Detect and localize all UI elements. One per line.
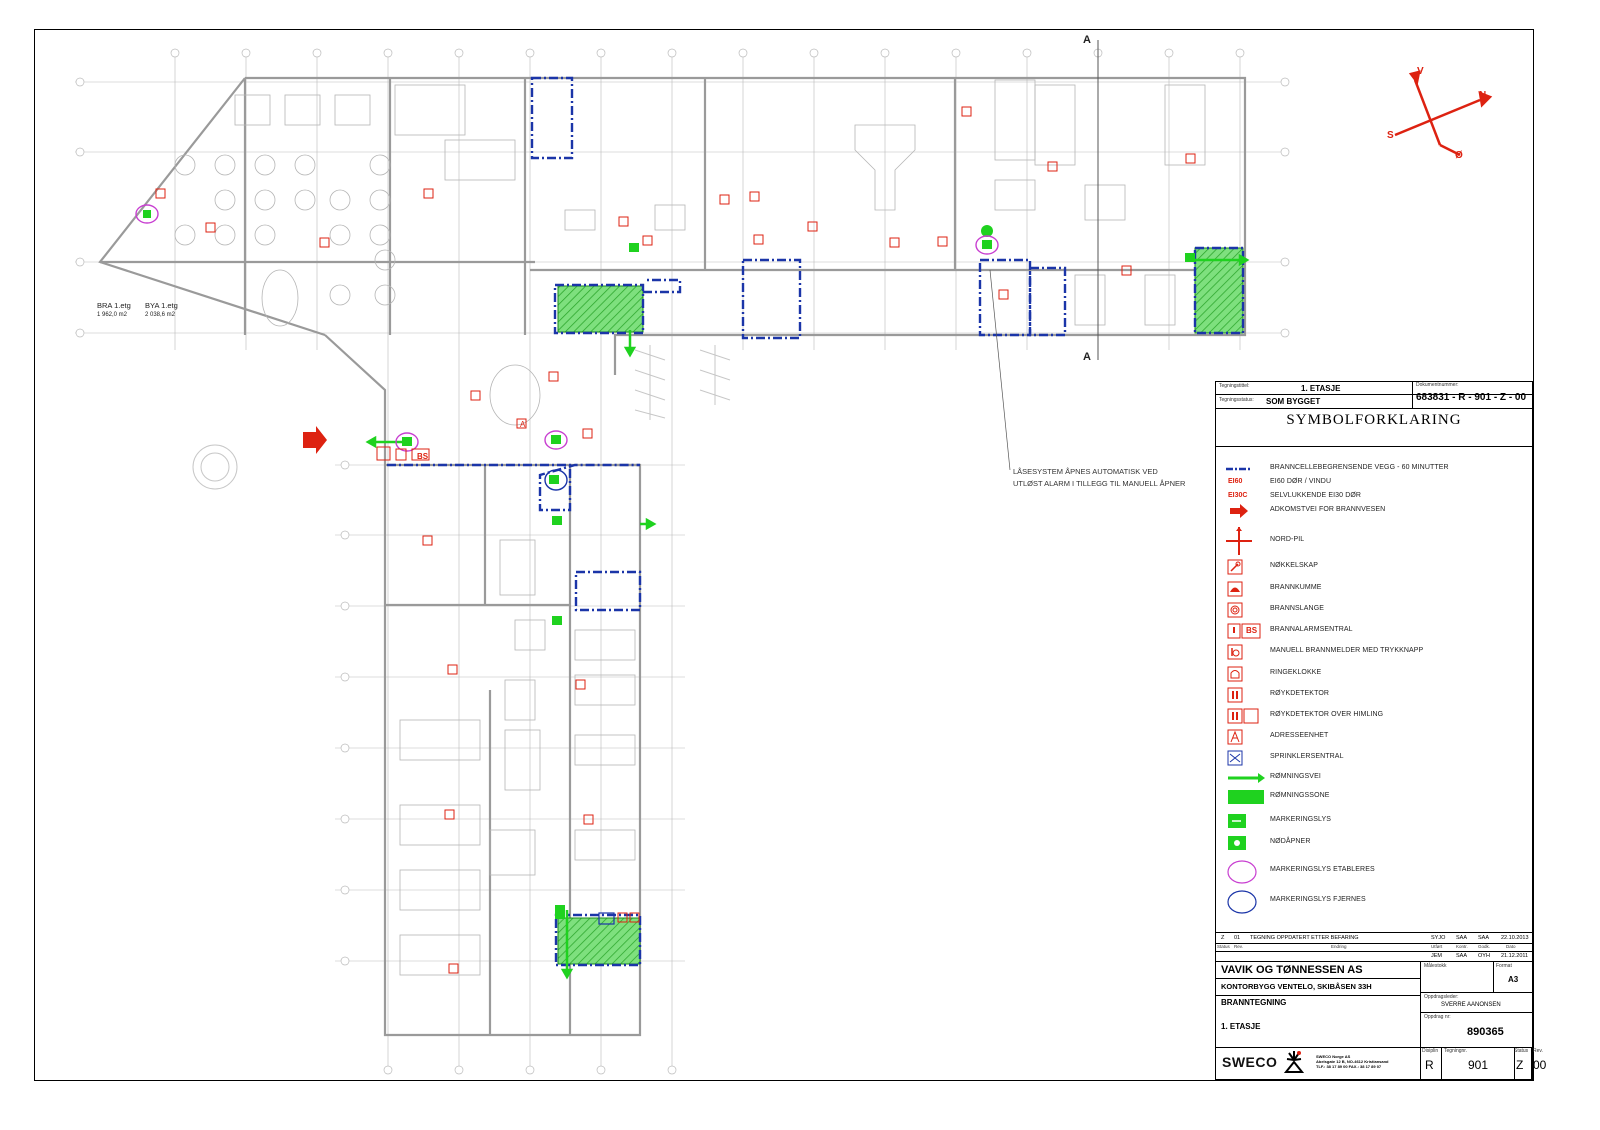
legend-access-route: ADKOMSTVEI FOR BRANNVESEN [1216, 502, 1532, 522]
grid-lines [75, 50, 1285, 1070]
call-point-icon [1227, 644, 1243, 660]
legend-key-box: NØKKELSKAP [1216, 558, 1532, 578]
ceiling-detector-icon [1227, 708, 1259, 724]
cloud-magenta-icon [1227, 860, 1257, 884]
discipline-name: BRANNTEGNING [1221, 998, 1287, 1007]
smoke-detector-icon [1227, 687, 1243, 703]
area-value-bya: 2 038,6 m2 [145, 312, 176, 318]
bs-tag: BS [417, 452, 429, 461]
legend-alarm-central: BS BRANNALARMSENTRAL [1216, 622, 1532, 642]
cloud-blue-icon [1227, 890, 1257, 914]
legend-marker-light-removed: MARKERINGSLYS FJERNES [1216, 888, 1532, 914]
doc-number-label: Dokumentnummer: [1416, 382, 1459, 388]
escape-routes [365, 253, 1250, 980]
legend-marker-light-new: MARKERINGSLYS ETABLERES [1216, 858, 1532, 884]
legend-hydrant: BRANNKUMME [1216, 580, 1532, 600]
revision-table: Z 01 TEGNING OPPDATERT ETTER BEFARING SY… [1216, 932, 1532, 962]
note-line-1: LÅSESYSTEM ÅPNES AUTOMATISK VED [1013, 467, 1158, 476]
bell-icon [1227, 666, 1243, 682]
title-block: Tegningstittel: 1. ETASJE Dokumentnummer… [1215, 381, 1546, 1080]
drawing-title-label: Tegningstittel: [1219, 383, 1250, 389]
floor-plan: N S V Ø A A BRA 1.etg BYA 1.etg 1 962,0 … [75, 34, 1493, 1075]
drawing-status: SOM BYGGET [1266, 397, 1321, 406]
legend-address-unit: ADRESSEENHET [1216, 728, 1532, 748]
grid-bubbles [75, 48, 1290, 1075]
section-marker-bottom: A [1083, 351, 1091, 363]
note-leader [989, 269, 1011, 471]
legend-title: SYMBOLFORKLARING [1286, 412, 1462, 428]
legend-ei30c: EI30C SELVLUKKENDE EI30 DØR [1228, 492, 1362, 499]
legend-north-arrow: NORD-PIL [1216, 526, 1532, 555]
alarm-central-icon [1227, 623, 1261, 639]
address-unit-icon [1227, 729, 1243, 745]
floor-name: 1. ETASJE [1221, 1022, 1261, 1031]
compass [1394, 70, 1493, 157]
legend-ei60: EI60 EI60 DØR / VINDU [1228, 478, 1332, 485]
drawing-number: 901 [1468, 1058, 1489, 1072]
project-name: KONTORBYGG VENTELO, SKIBÅSEN 33H [1221, 982, 1372, 991]
arrow-icon [1230, 504, 1248, 518]
job-number: 890365 [1467, 1026, 1504, 1038]
drawing-status-label: Tegningsstatus: [1219, 397, 1254, 403]
escape-arrow-icon [1228, 773, 1265, 783]
legend-fire-hose: BRANNSLANGE [1216, 601, 1532, 621]
area-label-bya: BYA 1.etg [145, 301, 178, 310]
smoke-detectors [155, 106, 1196, 974]
fire-hose-icon [1227, 602, 1243, 618]
key-icon [1227, 559, 1243, 575]
client-name: VAVIK OG TØNNESSEN AS [1221, 964, 1363, 976]
compass-n: N [1479, 90, 1486, 101]
legend-smoke-detector: RØYKDETEKTOR [1216, 686, 1532, 706]
escape-zones [557, 247, 1244, 965]
doc-number: 683831 - R - 901 - Z - 00 [1416, 392, 1527, 403]
building-walls [98, 76, 1247, 1037]
legend-manual-call-point: MANUELL BRANNMELDER MED TRYKKNAPP [1216, 643, 1532, 663]
legend-bell: RINGEKLOKKE [1216, 665, 1532, 685]
project-info: VAVIK OG TØNNESSEN AS KONTORBYGG VENTELO… [1216, 962, 1421, 1080]
legend-escape-zone: RØMNINGSSONE [1216, 788, 1532, 808]
outdoor-plants [192, 345, 731, 490]
area-value-bra: 1 962,0 m2 [97, 312, 128, 318]
sprinkler-icon [1227, 750, 1243, 766]
sprinkler-central [598, 912, 615, 925]
note-line-2: UTLØST ALARM I TILLEGG TIL MANUELL ÅPNER [1013, 479, 1186, 488]
fire-cell-walls [387, 76, 1245, 967]
status-row: Tegningsstatus: SOM BYGGET [1216, 382, 1532, 409]
section-marker-top: A [1083, 34, 1091, 46]
legend-escape-route: RØMNINGSVEI [1216, 769, 1532, 789]
fire-panel-symbols [303, 221, 818, 923]
marker-light-icon [1228, 814, 1246, 828]
company-logo: SWECO [1222, 1054, 1278, 1070]
hydrant-icon [1227, 581, 1243, 597]
fire-brigade-access-arrow [303, 426, 327, 454]
drawing-title: 1. ETASJE [1301, 384, 1341, 393]
legend-marker-light: MARKERINGSLYS [1216, 812, 1532, 832]
compass-s: S [1387, 130, 1394, 141]
marker-light-circles [135, 204, 999, 491]
address-tag: A [520, 420, 526, 429]
emergency-opener-icon [1228, 836, 1246, 850]
compass-v: V [1417, 66, 1424, 77]
sweco-logo-icon [1284, 1051, 1304, 1073]
legend-sprinkler-central: SPRINKLERSENTRAL [1216, 749, 1532, 769]
marker-lights [549, 225, 1195, 919]
job-info: Målestokk Format A3 Oppdragsleder: SVERR… [1421, 962, 1546, 1080]
furniture [174, 79, 1206, 976]
legend-emergency-opener: NØDÅPNER [1216, 834, 1532, 854]
compass-o: Ø [1455, 150, 1463, 161]
green-symbols [143, 210, 992, 446]
north-arrow-icon [1226, 527, 1252, 555]
legend-smoke-detector-ceiling: RØYKDETEKTOR OVER HIMLING [1216, 707, 1532, 727]
legend-fire-cell-wall: BRANNCELLEBEGRENSENDE VEGG - 60 MINUTTER [1226, 464, 1449, 471]
area-label-bra: BRA 1.etg [97, 301, 131, 310]
